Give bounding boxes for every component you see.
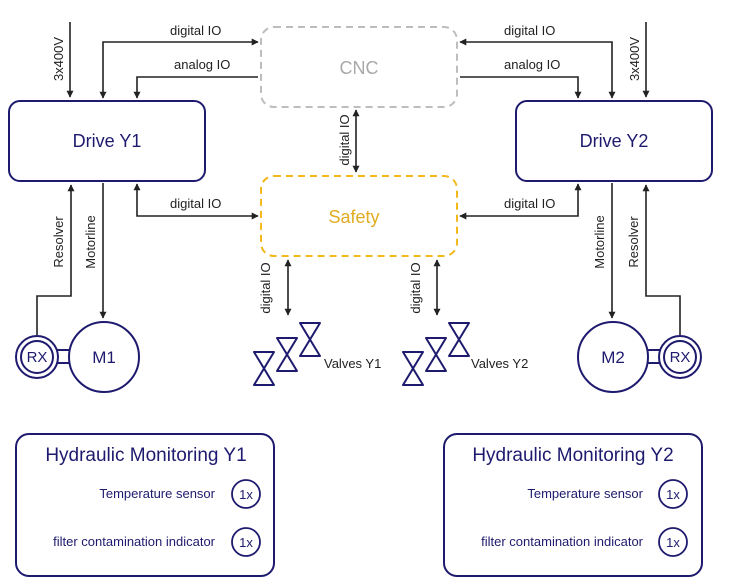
drive-y1-label: Drive Y1 [73, 131, 142, 151]
monitoring-y2-title: Hydraulic Monitoring Y2 [472, 445, 673, 466]
valves-y1: Valves Y1 [253, 322, 381, 386]
valves-y2-label: Valves Y2 [471, 356, 528, 371]
monitoring-y2-qty: 1x [666, 487, 680, 502]
safety-valves-y1-label: digital IO [258, 262, 273, 313]
cnc-safety-digital-io-label: digital IO [337, 114, 352, 165]
power-y2: 3x400V [627, 22, 650, 98]
monitoring-y2-qty: 1x [666, 535, 680, 550]
cnc-drive-y2-digital-io: digital IO [459, 23, 616, 99]
valve-y2-icon-3 [448, 322, 470, 357]
drive-y2-box: Drive Y2 [515, 100, 713, 182]
motorline-y2: Motorline [592, 183, 616, 319]
motorline-y1-label: Motorline [83, 215, 98, 268]
motor-m1: RX M1 [15, 321, 140, 393]
safety-label: Safety [328, 207, 379, 227]
safety-drive-y1-digital-io: digital IO [133, 183, 259, 220]
resolver-y2-outer-ring [658, 335, 702, 379]
motorline-y1: Motorline [83, 183, 107, 319]
safety-valves-y1-digital-io: digital IO [258, 259, 292, 316]
motor-m2-circle [577, 321, 649, 393]
valve-y1-icon-2 [276, 337, 298, 372]
cnc-label: CNC [340, 58, 379, 78]
valves-y2: Valves Y2 [402, 322, 528, 386]
resolver-y2-label: Resolver [626, 216, 641, 268]
motorline-y2-label: Motorline [592, 215, 607, 268]
monitoring-y1-qty-badge [231, 527, 261, 557]
safety-y1-digital-io-label: digital IO [170, 196, 221, 211]
power-y1-label: 3x400V [51, 37, 66, 81]
rx-y2-label: RX [670, 349, 691, 366]
resolver-y1-inner-ring [20, 340, 54, 374]
cnc-y2-digital-io-label: digital IO [504, 23, 555, 38]
safety-valves-y2-label: digital IO [408, 262, 423, 313]
motor-m2-label: M2 [601, 348, 625, 367]
monitoring-y2-item-label: Temperature sensor [527, 486, 643, 501]
cnc-box: CNC [260, 26, 458, 108]
cnc-drive-y2-analog-io: analog IO [460, 57, 582, 99]
valves-y1-label: Valves Y1 [324, 356, 381, 371]
rx-y1-label: RX [27, 349, 48, 366]
safety-valves-y2-digital-io: digital IO [408, 259, 441, 316]
resolver-y2: Resolver [626, 184, 681, 335]
cnc-y2-analog-io-label: analog IO [504, 57, 560, 72]
monitoring-y1-qty: 1x [239, 487, 253, 502]
power-y1: 3x400V [51, 22, 74, 98]
resolver-y1-outer-ring [15, 335, 59, 379]
monitoring-y2-item-label: filter contamination indicator [481, 534, 644, 549]
safety-y2-digital-io-label: digital IO [504, 196, 555, 211]
resolver-y2-inner-ring [663, 340, 697, 374]
resolver-y1: Resolver [36, 184, 75, 335]
motor-m2: M2 RX [577, 321, 702, 393]
monitoring-y1-item-label: Temperature sensor [99, 486, 215, 501]
safety-drive-y2-digital-io: digital IO [459, 183, 582, 220]
monitoring-y1-qty: 1x [239, 535, 253, 550]
safety-box: Safety [260, 175, 458, 257]
cnc-y1-digital-io-label: digital IO [170, 23, 221, 38]
valve-y2-icon-2 [425, 337, 447, 372]
cnc-y1-analog-io-label: analog IO [174, 57, 230, 72]
valve-y1-icon-1 [253, 351, 275, 386]
motor-m1-label: M1 [92, 348, 116, 367]
cnc-safety-digital-io: digital IO [337, 109, 360, 173]
cnc-drive-y1-digital-io: digital IO [99, 23, 259, 99]
drive-y2-label: Drive Y2 [580, 131, 649, 151]
monitoring-y1-item-label: filter contamination indicator [53, 534, 216, 549]
monitoring-y1-title: Hydraulic Monitoring Y1 [45, 445, 246, 466]
hydraulic-monitoring-y1: Hydraulic Monitoring Y1 Temperature sens… [15, 433, 275, 577]
valve-y2-icon-1 [402, 351, 424, 386]
monitoring-y1-qty-badge [231, 479, 261, 509]
resolver-y1-label: Resolver [51, 216, 66, 268]
valve-y1-icon-3 [299, 322, 321, 357]
cnc-drive-y1-analog-io: analog IO [133, 57, 258, 99]
motor-m1-circle [68, 321, 140, 393]
hydraulic-monitoring-y2: Hydraulic Monitoring Y2 Temperature sens… [443, 433, 703, 577]
power-y2-label: 3x400V [627, 37, 642, 81]
monitoring-y2-qty-badge [658, 527, 688, 557]
monitoring-y2-qty-badge [658, 479, 688, 509]
drive-y1-box: Drive Y1 [8, 100, 206, 182]
